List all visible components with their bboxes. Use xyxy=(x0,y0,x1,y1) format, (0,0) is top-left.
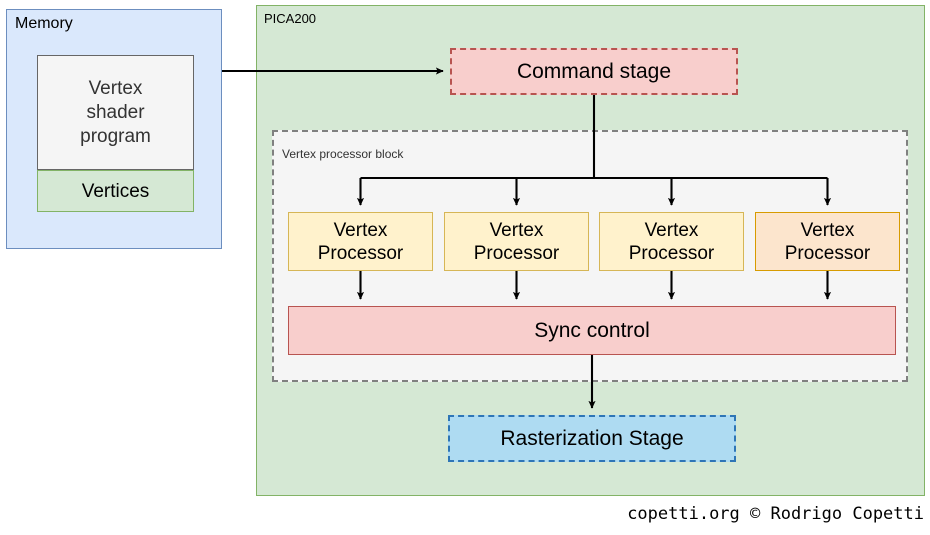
vertex-processor-2-label: Vertex Processor xyxy=(474,219,560,265)
vertex-processor-block-label: Vertex processor block xyxy=(282,147,404,161)
vertex-processor-1-label: Vertex Processor xyxy=(318,219,404,265)
vp2-line-1: Vertex xyxy=(489,219,544,241)
vp1-line-1: Vertex xyxy=(333,219,388,241)
footer-credit: copetti.org © Rodrigo Copetti xyxy=(627,504,924,524)
shader-line-2: shader xyxy=(86,101,145,123)
vertices-label: Vertices xyxy=(81,180,150,202)
rasterization-stage-box: Rasterization Stage xyxy=(448,415,736,462)
vertex-processor-2: Vertex Processor xyxy=(444,212,589,271)
vp2-line-2: Processor xyxy=(473,242,560,264)
shader-line-1: Vertex xyxy=(88,77,143,99)
rasterization-stage-label: Rasterization Stage xyxy=(500,427,684,450)
vertex-processor-3: Vertex Processor xyxy=(599,212,744,271)
pica200-label: PICA200 xyxy=(264,11,317,26)
shader-line-3: program xyxy=(80,125,151,147)
command-stage-box: Command stage xyxy=(450,48,738,95)
vp4-line-1: Vertex xyxy=(800,219,855,241)
vertex-processor-3-label: Vertex Processor xyxy=(629,219,715,265)
vp3-line-1: Vertex xyxy=(644,219,699,241)
command-stage-label: Command stage xyxy=(516,60,672,83)
vertex-processor-1: Vertex Processor xyxy=(288,212,433,271)
sync-control-label: Sync control xyxy=(534,319,650,342)
vertex-processor-4-label: Vertex Processor xyxy=(785,219,871,265)
sync-control-box: Sync control xyxy=(288,306,896,355)
vp1-line-2: Processor xyxy=(317,242,404,264)
vertex-shader-program-label: Vertex shader program xyxy=(80,77,151,149)
vertices-box: Vertices xyxy=(37,170,194,212)
vertex-processor-4: Vertex Processor xyxy=(755,212,900,271)
vp4-line-2: Processor xyxy=(784,242,871,264)
vp3-line-2: Processor xyxy=(628,242,715,264)
vertex-shader-program-box: Vertex shader program xyxy=(37,55,194,170)
memory-label: Memory xyxy=(15,15,73,32)
